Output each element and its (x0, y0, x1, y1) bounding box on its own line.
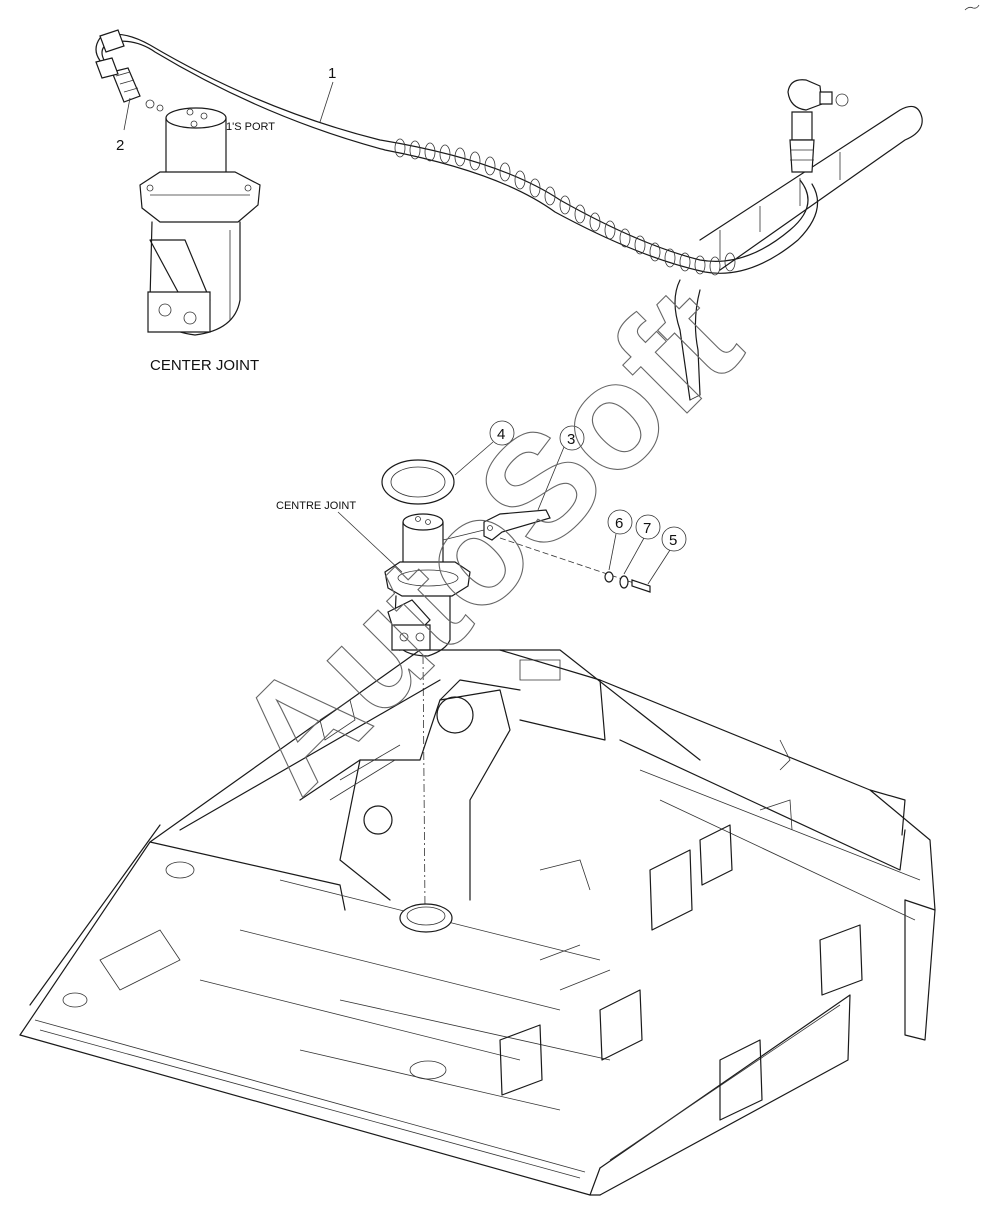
washer-6 (604, 571, 614, 583)
callout-1: 1 (328, 65, 336, 82)
leader-7 (623, 537, 645, 575)
center-axis (422, 655, 426, 911)
leader-4 (454, 441, 494, 476)
callout-2: 2 (116, 137, 124, 154)
leader-5 (647, 549, 671, 585)
callout-3-circle (559, 425, 585, 451)
corner-mark (964, 4, 980, 11)
callout-7-circle (635, 514, 661, 540)
callout-3: 3 (567, 431, 575, 448)
bolt-5 (631, 579, 651, 593)
right-manifold (674, 79, 923, 401)
leader-1 (319, 81, 334, 123)
center-joint-top (139, 107, 261, 336)
leader-centre (337, 511, 403, 573)
main-view-label: CENTRE JOINT (276, 500, 356, 512)
leader-bracket (442, 529, 485, 541)
leader-6 (608, 533, 617, 571)
leader-3 (537, 446, 565, 511)
bracket-3 (483, 509, 551, 541)
callout-6-circle (607, 509, 633, 535)
watermark: AutoSoft (204, 256, 770, 822)
leader-2 (123, 97, 131, 131)
top-view-label: CENTER JOINT (150, 357, 259, 374)
callout-7: 7 (643, 520, 651, 537)
bolt-axis (499, 537, 641, 586)
hose-1 (95, 29, 819, 276)
callout-5-circle (661, 526, 687, 552)
upper-frame (19, 649, 936, 1196)
fitting-2 (111, 67, 164, 112)
centre-joint-main (384, 513, 471, 657)
port-label: 1'S PORT (226, 121, 275, 133)
callout-4: 4 (497, 426, 505, 443)
callout-6: 6 (615, 515, 623, 532)
washer-7 (619, 575, 629, 589)
seal-ring-4 (381, 459, 455, 505)
callout-5: 5 (669, 532, 677, 549)
callout-4-circle (489, 420, 515, 446)
